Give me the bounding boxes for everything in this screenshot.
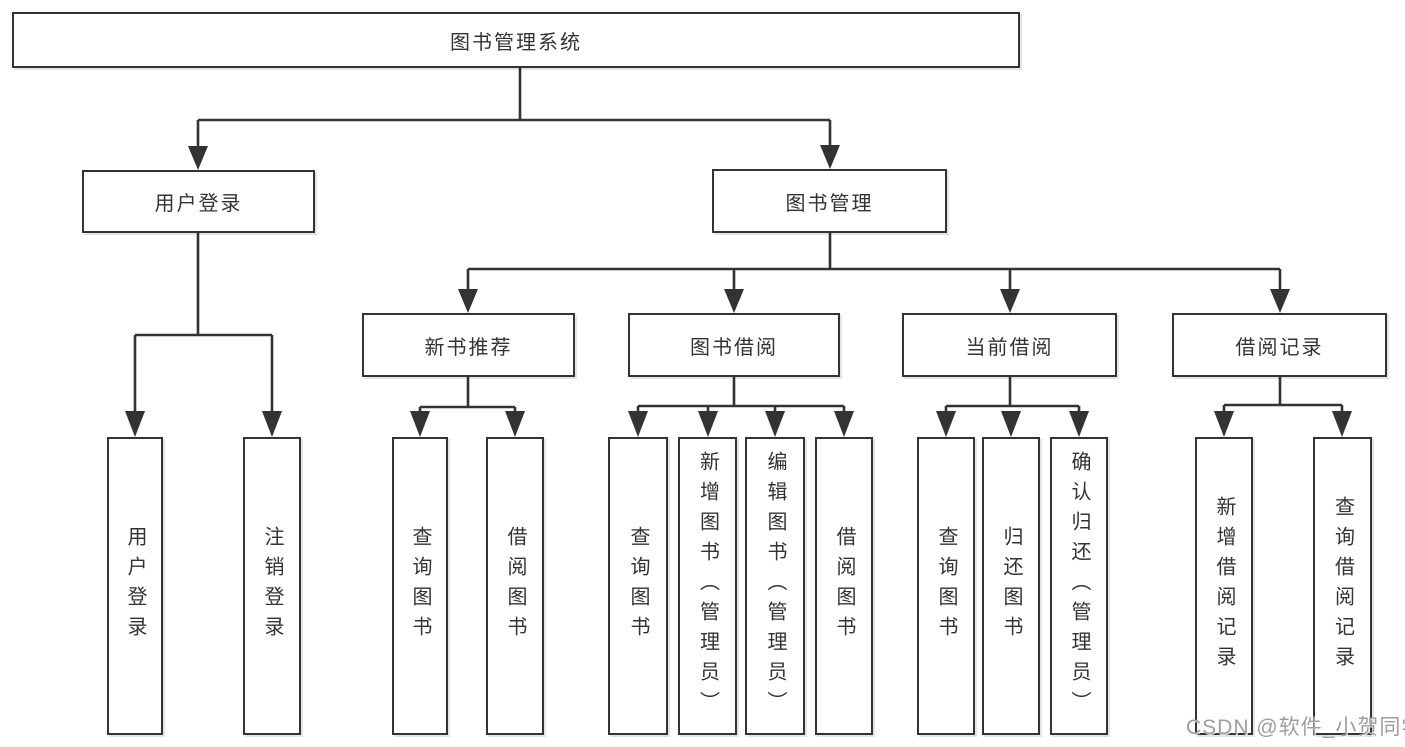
leaf-label: 借阅图书: [833, 526, 855, 646]
node-book-borrowing: 图书借阅: [628, 313, 840, 377]
leaf-label: 查询图书: [627, 526, 649, 646]
node-current-borrowing-label: 当前借阅: [965, 336, 1054, 359]
connector-records-to-leaves: [1214, 377, 1352, 437]
leaf-label: 注销登录: [261, 526, 283, 646]
node-book-borrowing-label: 图书借阅: [690, 336, 778, 359]
node-root-label: 图书管理系统: [450, 31, 582, 54]
leaf-label: 编辑图书（管理员）: [764, 451, 786, 721]
node-leaf-current-return: 归还图书: [982, 437, 1040, 735]
node-borrowing-records: 借阅记录: [1172, 313, 1387, 377]
node-leaf-borrow-borrow: 借阅图书: [815, 437, 873, 735]
node-user-login-label: 用户登录: [154, 193, 243, 215]
connector-root-to-level2: [188, 68, 840, 170]
connector-userlogin-to-leaves: [125, 233, 282, 437]
node-leaf-borrow-query: 查询图书: [608, 437, 668, 735]
leaf-label: 确认归还（管理员）: [1068, 451, 1090, 721]
csdn-watermark: CSDN @软件_小贺同学: [1186, 716, 1405, 739]
node-book-management: 图书管理: [712, 169, 947, 233]
connector-currentborrow-to-leaves: [936, 377, 1089, 437]
leaf-label: 新增借阅记录: [1213, 496, 1235, 676]
leaf-label: 查询借阅记录: [1331, 496, 1354, 676]
node-root: 图书管理系统: [12, 12, 1020, 68]
node-new-book-recommend-label: 新书推荐: [424, 336, 513, 359]
node-borrowing-records-label: 借阅记录: [1235, 336, 1324, 359]
node-leaf-records-query: 查询借阅记录: [1313, 437, 1372, 735]
leaf-label: 用户登录: [124, 526, 146, 646]
leaf-label: 归还图书: [1000, 526, 1022, 646]
node-leaf-user-login: 用户登录: [107, 437, 163, 735]
connector-bookborrow-to-leaves: [628, 377, 854, 437]
leaf-label: 借阅图书: [504, 526, 526, 646]
node-book-management-label: 图书管理: [785, 192, 874, 215]
node-leaf-current-query: 查询图书: [917, 437, 975, 735]
node-leaf-borrow-edit-admin: 编辑图书（管理员）: [745, 437, 805, 735]
leaf-label: 新增图书（管理员）: [696, 451, 719, 721]
node-leaf-current-confirm-admin: 确认归还（管理员）: [1050, 437, 1108, 735]
node-user-login: 用户登录: [82, 170, 315, 233]
leaf-label: 查询图书: [409, 526, 431, 646]
connector-bookmgmt-to-level3: [458, 233, 1290, 313]
node-leaf-borrow-add-admin: 新增图书（管理员）: [678, 437, 737, 735]
node-new-book-recommend: 新书推荐: [362, 313, 575, 377]
node-leaf-logout: 注销登录: [243, 437, 301, 735]
node-leaf-records-add: 新增借阅记录: [1195, 437, 1253, 735]
node-leaf-newbooks-query: 查询图书: [392, 437, 448, 735]
connector-newbooks-to-leaves: [410, 377, 525, 437]
node-current-borrowing: 当前借阅: [902, 313, 1117, 377]
leaf-label: 查询图书: [935, 526, 957, 646]
node-leaf-newbooks-borrow: 借阅图书: [486, 437, 544, 735]
